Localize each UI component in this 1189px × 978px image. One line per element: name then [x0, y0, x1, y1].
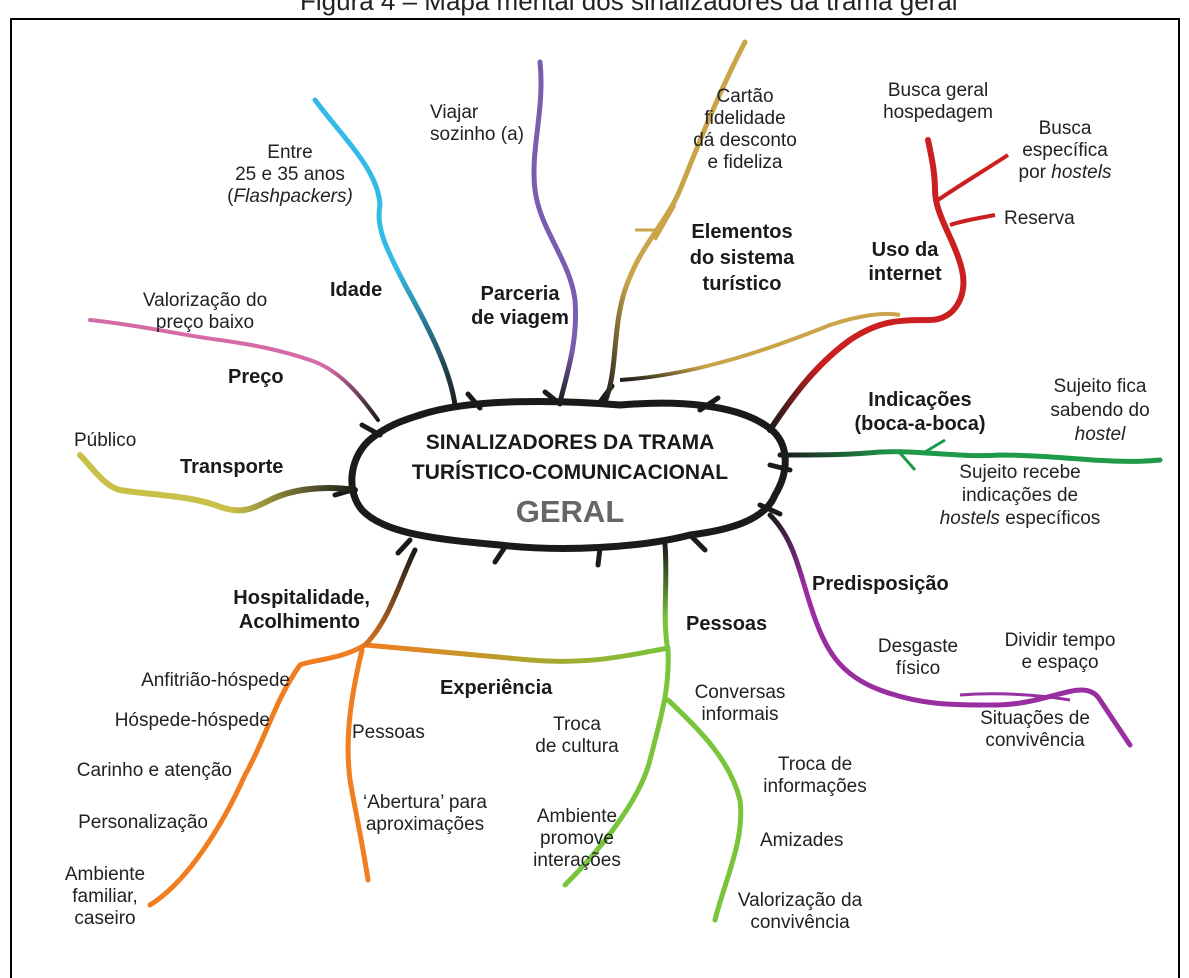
- branch-idade-line: [312, 97, 458, 408]
- branch-label-idade: Idade: [330, 279, 383, 301]
- leaf-idade-line1: Entre: [267, 142, 313, 163]
- center-title-line1: SINALIZADORES DA TRAMA: [425, 431, 715, 454]
- leaf-conversas-1: Conversas: [694, 682, 786, 703]
- branch-elementos-line: [602, 39, 748, 405]
- leaf-recebe-3: hostels específicos: [920, 508, 1120, 529]
- leaf-busca-especifica-3: por hostels: [1000, 162, 1130, 183]
- branch-label-hospitalidade-1: Hospitalidade,: [233, 587, 370, 609]
- leaf-busca-geral-1: Busca geral: [887, 80, 989, 101]
- branch-label-indicacoes-1: Indicações: [868, 389, 972, 411]
- leaf-pessoas-hospitalidade: Pessoas: [352, 722, 425, 743]
- leaf-preco-line1: Valorização do: [142, 290, 268, 311]
- leaf-abertura-2: aproximações: [365, 814, 485, 835]
- center-title-line2: TURÍSTICO-COMUNICACIONAL: [411, 461, 729, 484]
- branch-label-predisposicao: Predisposição: [812, 573, 949, 595]
- leaf-abertura-1: ‘Abertura’ para: [363, 792, 487, 813]
- branch-label-indicacoes-2: (boca-a-boca): [854, 413, 986, 435]
- branch-label-elementos-2: do sistema: [689, 247, 795, 269]
- branch-label-hospitalidade-2: Acolhimento: [238, 611, 360, 633]
- leaf-recebe-2: indicações de: [961, 485, 1079, 506]
- leaf-busca-hostels: hostels: [1051, 162, 1112, 183]
- diagram-frame: [10, 18, 1180, 978]
- leaf-publico: Público: [74, 430, 137, 451]
- leaf-ambiente-familiar-1: Ambiente: [64, 864, 146, 885]
- leaf-ambiente-familiar-2: familiar,: [72, 886, 138, 907]
- leaf-valorizacao-convivencia-2: convivência: [750, 912, 850, 933]
- leaf-troca-info-2: informações: [763, 776, 867, 797]
- leaf-desgaste-2: físico: [895, 658, 941, 679]
- branch-label-internet-2: internet: [868, 263, 942, 285]
- leaf-elementos-line1: Cartão: [716, 86, 774, 107]
- branch-label-elementos-3: turístico: [702, 273, 782, 295]
- leaf-recebe-especificos: específicos: [999, 508, 1101, 529]
- leaf-dividir-2: e espaço: [1021, 652, 1099, 673]
- leaf-busca-geral-2: hospedagem: [883, 102, 993, 123]
- branch-label-elementos-1: Elementos: [691, 221, 793, 243]
- leaf-parceria-line1: Viajar: [430, 102, 479, 123]
- leaf-fica-hostel: hostel: [1074, 424, 1126, 445]
- leaf-busca-por: por: [1018, 162, 1052, 183]
- branch-label-parceria-1: Parceria: [480, 283, 560, 305]
- leaf-desgaste-1: Desgaste: [877, 636, 959, 657]
- leaf-busca-especifica-1: Busca: [1038, 118, 1092, 139]
- leaf-idade-line2: 25 e 35 anos: [235, 164, 345, 185]
- leaf-conversas-2: informais: [701, 704, 779, 725]
- branch-label-experiencia: Experiência: [440, 677, 553, 699]
- branch-experiencia-line: [362, 642, 671, 664]
- leaf-ambiente-interacoes-3: interações: [533, 850, 621, 871]
- leaf-fica-2: sabendo do: [1050, 400, 1150, 421]
- leaf-valorizacao-convivencia-1: Valorização da: [737, 890, 863, 911]
- leaf-recebe-1: Sujeito recebe: [959, 462, 1081, 483]
- leaf-carinho-atencao: Carinho e atenção: [76, 760, 232, 781]
- branch-pessoas-line: [562, 542, 671, 888]
- leaf-situacoes-2: convivência: [985, 730, 1085, 751]
- leaf-troca-cultura-2: de cultura: [535, 736, 619, 757]
- leaf-hospede-hospede: Hóspede-hóspede: [114, 710, 270, 731]
- branch-predisposicao-line: [767, 512, 1133, 748]
- leaf-recebe-hostels: hostels: [939, 508, 1000, 529]
- branch-label-pessoas: Pessoas: [686, 613, 768, 635]
- leaf-parceria-line2: sozinho (a): [430, 124, 524, 145]
- leaf-preco-line2: preço baixo: [155, 312, 255, 333]
- branch-indicacoes-line: [777, 449, 1163, 464]
- branch-parceria-line: [531, 59, 579, 405]
- leaf-amizades: Amizades: [760, 830, 844, 851]
- leaf-reserva: Reserva: [1004, 208, 1075, 229]
- leaf-ambiente-interacoes-1: Ambiente: [536, 806, 618, 827]
- branch-label-parceria-2: de viagem: [471, 307, 569, 329]
- leaf-idade-paren: (: [227, 186, 234, 207]
- branch-hospitalidade-line: [147, 547, 418, 908]
- leaf-ambiente-interacoes-2: promove: [540, 828, 614, 849]
- branch-transporte-line: [77, 452, 358, 514]
- leaf-personalizacao: Personalização: [78, 812, 208, 833]
- leaf-troca-info-1: Troca de: [777, 754, 853, 775]
- branch-internet-line: [767, 137, 967, 433]
- leaf-ambiente-familiar-3: caseiro: [74, 908, 136, 929]
- leaf-situacoes-1: Situações de: [980, 708, 1090, 729]
- leaf-fica-1: Sujeito fica: [1053, 376, 1147, 397]
- leaf-idade-line3: (Flashpackers): [215, 186, 365, 207]
- leaf-elementos-line2: fidelidade: [704, 108, 786, 129]
- leaf-elementos-line3: dá desconto: [693, 130, 797, 151]
- leaf-anfitriao-hospede: Anfitrião-hóspede: [141, 670, 290, 691]
- branch-label-preco: Preço: [228, 366, 284, 388]
- branch-label-transporte: Transporte: [180, 456, 284, 478]
- leaf-busca-especifica-2: específica: [1022, 140, 1108, 161]
- leaf-idade-flashpackers: Flashpackers): [233, 186, 353, 207]
- leaf-elementos-line4: e fideliza: [707, 152, 783, 173]
- leaf-troca-cultura-1: Troca: [553, 714, 601, 735]
- leaf-fica-3: hostel: [1030, 424, 1170, 445]
- branch-label-internet-1: Uso da: [871, 239, 939, 261]
- center-title-geral: GERAL: [515, 494, 625, 529]
- leaf-dividir-1: Dividir tempo: [1004, 630, 1116, 651]
- branch-preco-line: [88, 318, 380, 422]
